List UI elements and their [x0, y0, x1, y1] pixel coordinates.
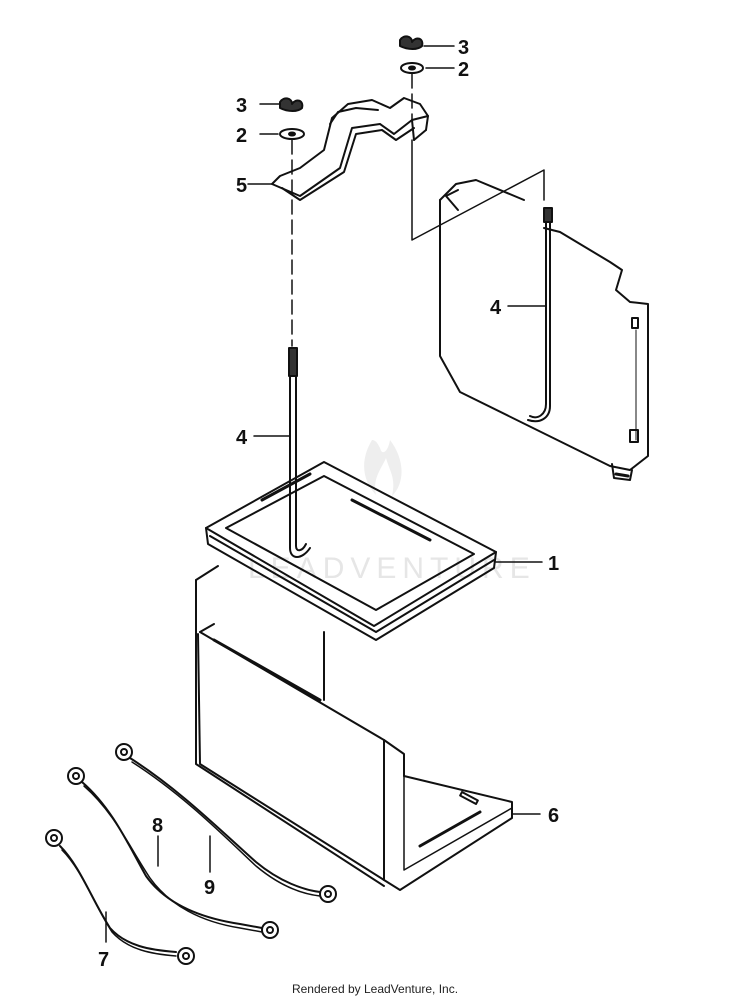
battery-cable-7: [45, 829, 195, 965]
callout-2-right: 2: [458, 59, 469, 81]
callout-1: 1: [548, 553, 559, 575]
callout-2-left: 2: [236, 125, 247, 147]
battery-holder: [195, 565, 541, 891]
callout-labels: 1 2 2 3 3 4 4 5 6 7 8 9: [98, 37, 559, 971]
callout-4-main: 4: [236, 427, 248, 449]
battery-tray: [205, 461, 543, 641]
wing-nut-left: [259, 97, 304, 112]
callout-3-left: 3: [236, 95, 247, 117]
inset-panel-view: [411, 139, 649, 481]
callout-5: 5: [236, 175, 247, 197]
callout-8: 8: [152, 815, 163, 837]
battery-cable-8: [67, 767, 279, 939]
callout-4-inset: 4: [490, 297, 502, 319]
footer-credit: Rendered by LeadVenture, Inc.: [291, 982, 459, 996]
wing-nut-right: [399, 35, 455, 50]
washer-left: [259, 128, 305, 140]
battery-cable-9: [115, 743, 337, 903]
washer-right: [400, 62, 455, 74]
hold-down-rod: [253, 347, 311, 558]
callout-7: 7: [98, 949, 109, 971]
callout-6: 6: [548, 805, 559, 827]
callout-9: 9: [204, 877, 215, 899]
center-line-left: [291, 73, 413, 347]
hold-down-bracket: [271, 97, 429, 201]
callout-3-right: 3: [458, 37, 469, 59]
